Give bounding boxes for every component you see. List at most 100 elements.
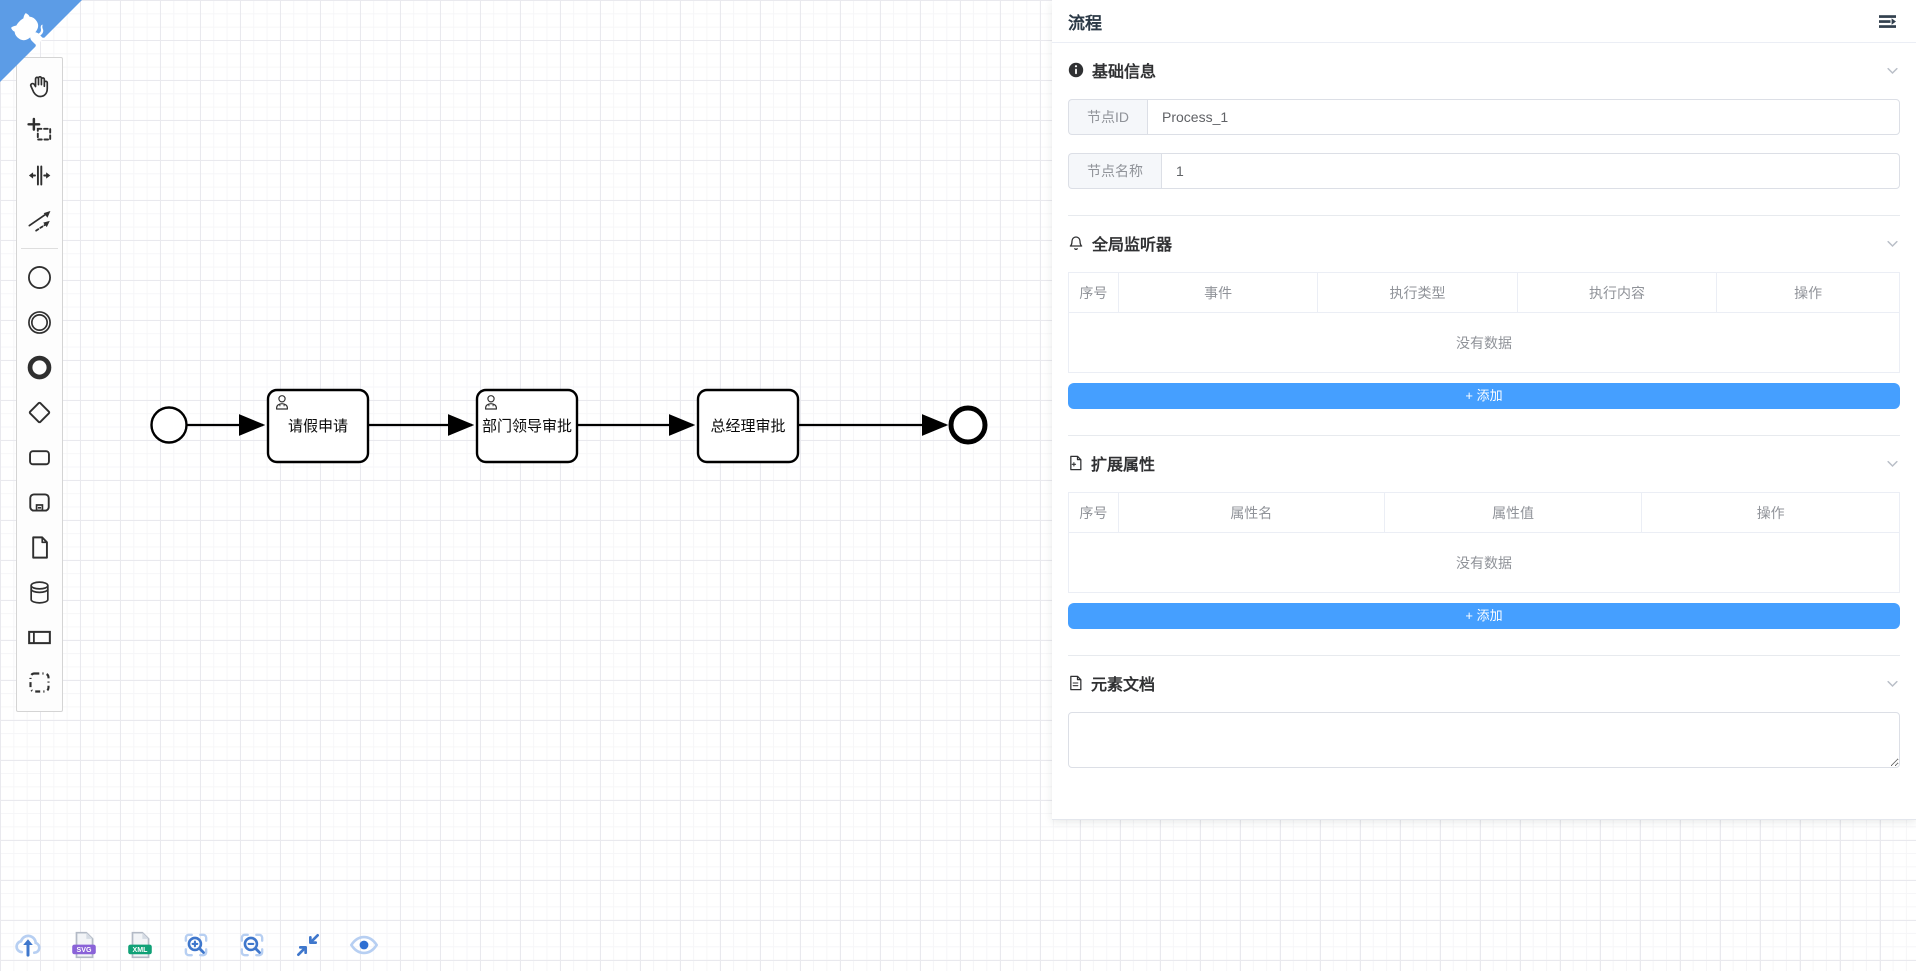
data-object-icon — [32, 535, 48, 559]
section-header: 全局监听器 — [1068, 222, 1900, 264]
col-header: 操作 — [1641, 492, 1900, 533]
create-intermediate-event[interactable] — [25, 307, 55, 337]
create-subprocess[interactable] — [25, 487, 55, 517]
user-task-icon — [485, 395, 497, 410]
col-header: 操作 — [1716, 272, 1900, 313]
global-connect-tool[interactable] — [25, 205, 55, 235]
section-global-listeners: 全局监听器 序号 事件 执行类型 执行内容 操作 没有数据 — [1068, 215, 1900, 435]
panel-header: 流程 — [1052, 0, 1916, 43]
github-corner-link[interactable] — [0, 0, 82, 82]
col-header: 序号 — [1068, 272, 1119, 313]
user-task-icon — [276, 395, 288, 410]
export-svg-button[interactable]: SVG — [68, 929, 99, 960]
chevron-down-icon[interactable] — [1885, 63, 1900, 78]
collapse-panel-button[interactable] — [1875, 9, 1900, 34]
task-label: 请假申请 — [288, 418, 348, 435]
github-octocat-icon — [0, 0, 82, 82]
col-header: 事件 — [1117, 272, 1319, 313]
eye-icon — [349, 935, 378, 954]
task-dept-approval[interactable]: 部门领导审批 — [475, 388, 579, 464]
create-gateway[interactable] — [25, 397, 55, 427]
create-task[interactable] — [25, 442, 55, 472]
node-name-row: 节点名称 — [1068, 153, 1900, 189]
node-id-input[interactable] — [1147, 99, 1900, 135]
create-end-event[interactable] — [25, 352, 55, 382]
canvas-toolbar: SVG XML — [12, 929, 379, 960]
gateway-icon — [28, 401, 51, 423]
col-header: 属性值 — [1383, 492, 1643, 533]
upload-button[interactable] — [12, 929, 43, 960]
hand-tool[interactable] — [25, 70, 55, 100]
section-title: 全局监听器 — [1092, 237, 1173, 254]
start-event[interactable] — [150, 406, 188, 444]
zoom-out-button[interactable] — [236, 929, 267, 960]
listeners-table: 序号 事件 执行类型 执行内容 操作 没有数据 — [1068, 272, 1900, 373]
end-event[interactable] — [948, 405, 988, 445]
document-text-icon — [1068, 675, 1083, 691]
node-name-input[interactable] — [1161, 153, 1900, 189]
section-extended-attributes: 扩展属性 序号 属性名 属性值 操作 没有数据 — [1068, 435, 1900, 655]
end-event-icon — [27, 355, 52, 379]
subprocess-icon — [29, 492, 50, 512]
start-event-icon — [28, 265, 51, 289]
export-xml-button[interactable]: XML — [124, 929, 155, 960]
process-diagram: 请假申请 部门领导审批 总经理审批 — [150, 388, 988, 464]
node-name-label: 节点名称 — [1068, 153, 1161, 189]
zoom-in-button[interactable] — [180, 929, 211, 960]
section-basic-info: 基础信息 节点ID 节点名称 — [1068, 43, 1900, 215]
create-group[interactable] — [25, 667, 55, 697]
col-header: 执行类型 — [1317, 272, 1518, 313]
palette-separator — [21, 248, 58, 249]
chevron-down-icon[interactable] — [1885, 456, 1900, 471]
space-tool-icon — [28, 165, 51, 185]
svg-text:SVG: SVG — [76, 947, 91, 954]
compress-icon — [296, 933, 319, 956]
info-circle-icon — [1068, 62, 1084, 78]
section-header: 扩展属性 — [1068, 442, 1900, 484]
section-title: 元素文档 — [1091, 677, 1156, 694]
preview-button[interactable] — [348, 929, 379, 960]
create-start-event[interactable] — [25, 262, 55, 292]
section-header: 元素文档 — [1068, 662, 1900, 704]
svg-text:XML: XML — [132, 947, 148, 954]
add-attribute-button[interactable]: + 添加 — [1068, 603, 1900, 629]
collapse-panel-icon — [1879, 14, 1896, 28]
section-title: 基础信息 — [1092, 64, 1157, 81]
reset-zoom-button[interactable] — [292, 929, 323, 960]
create-data-store[interactable] — [25, 577, 55, 607]
chevron-down-icon[interactable] — [1885, 236, 1900, 251]
document-add-icon — [1068, 455, 1083, 471]
create-participant[interactable] — [25, 622, 55, 652]
col-header: 属性名 — [1117, 492, 1385, 533]
data-store-icon — [30, 580, 49, 604]
upload-cloud-icon — [14, 934, 41, 957]
connect-tool-icon — [28, 210, 51, 232]
attributes-table: 序号 属性名 属性值 操作 没有数据 — [1068, 492, 1900, 593]
zoom-out-icon — [240, 933, 263, 956]
element-docs-textarea[interactable] — [1068, 712, 1900, 768]
chevron-down-icon[interactable] — [1885, 676, 1900, 691]
xml-file-icon: XML — [127, 931, 152, 958]
task-gm-approval[interactable]: 总经理审批 — [696, 388, 800, 464]
col-header: 执行内容 — [1516, 272, 1718, 313]
space-tool[interactable] — [25, 160, 55, 190]
section-element-docs: 元素文档 — [1068, 655, 1900, 794]
properties-panel: 流程 基础信息 节点ID — [1052, 0, 1916, 820]
group-icon — [29, 671, 50, 693]
add-listener-button[interactable]: + 添加 — [1068, 383, 1900, 409]
empty-state: 没有数据 — [1068, 312, 1900, 373]
section-title: 扩展属性 — [1091, 457, 1156, 474]
task-label: 总经理审批 — [710, 418, 785, 435]
lasso-tool-icon — [27, 117, 52, 140]
lasso-tool[interactable] — [25, 115, 55, 145]
create-data-object[interactable] — [25, 532, 55, 562]
zoom-in-icon — [184, 933, 207, 956]
task-leave-request[interactable]: 请假申请 — [266, 388, 370, 464]
panel-body: 基础信息 节点ID 节点名称 全局监听器 — [1052, 43, 1916, 794]
node-id-row: 节点ID — [1068, 99, 1900, 135]
task-icon — [29, 449, 50, 465]
intermediate-event-icon — [28, 310, 51, 334]
bpmn-palette — [16, 57, 63, 712]
hand-tool-icon — [29, 75, 49, 97]
bell-icon — [1068, 235, 1084, 251]
